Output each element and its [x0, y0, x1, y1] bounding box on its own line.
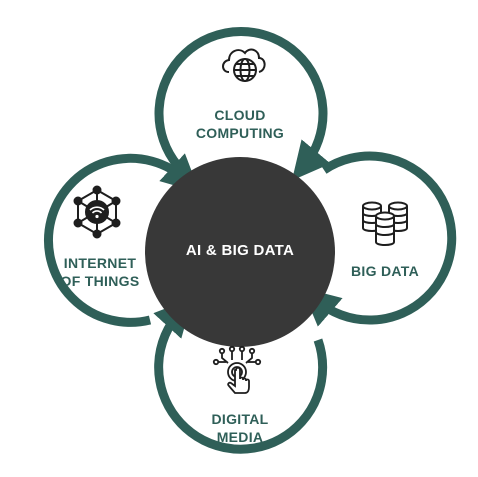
network-wifi-icon — [73, 185, 121, 239]
cloud-computing-ring — [154, 27, 331, 181]
center-circle — [145, 157, 335, 347]
cloud-computing-label: CLOUD COMPUTING — [180, 106, 300, 142]
internet-of-things-label-line-1: INTERNET — [63, 255, 137, 271]
cloud-globe-icon — [222, 48, 266, 82]
digital-media-label: DIGITAL MEDIA — [180, 410, 300, 446]
digital-media-label-line-2: MEDIA — [216, 429, 264, 445]
digital-media-ring — [153, 297, 328, 454]
digital-media-label-line-1: DIGITAL — [211, 411, 269, 427]
database-icon — [362, 201, 408, 246]
cloud-computing-label-line-2: COMPUTING — [195, 125, 285, 141]
internet-of-things-label-line-2: OF THINGS — [60, 273, 140, 289]
internet-of-things-ring — [44, 153, 200, 327]
big-data-label: BIG DATA — [335, 262, 435, 280]
center-label: AI & BIG DATA — [185, 242, 295, 259]
big-data-label-line-1: BIG DATA — [351, 263, 419, 279]
touch-circuit-icon — [212, 345, 262, 394]
cloud-computing-label-line-1: CLOUD — [214, 107, 266, 123]
internet-of-things-label: INTERNET OF THINGS — [45, 254, 155, 290]
big-data-ring — [301, 151, 457, 327]
